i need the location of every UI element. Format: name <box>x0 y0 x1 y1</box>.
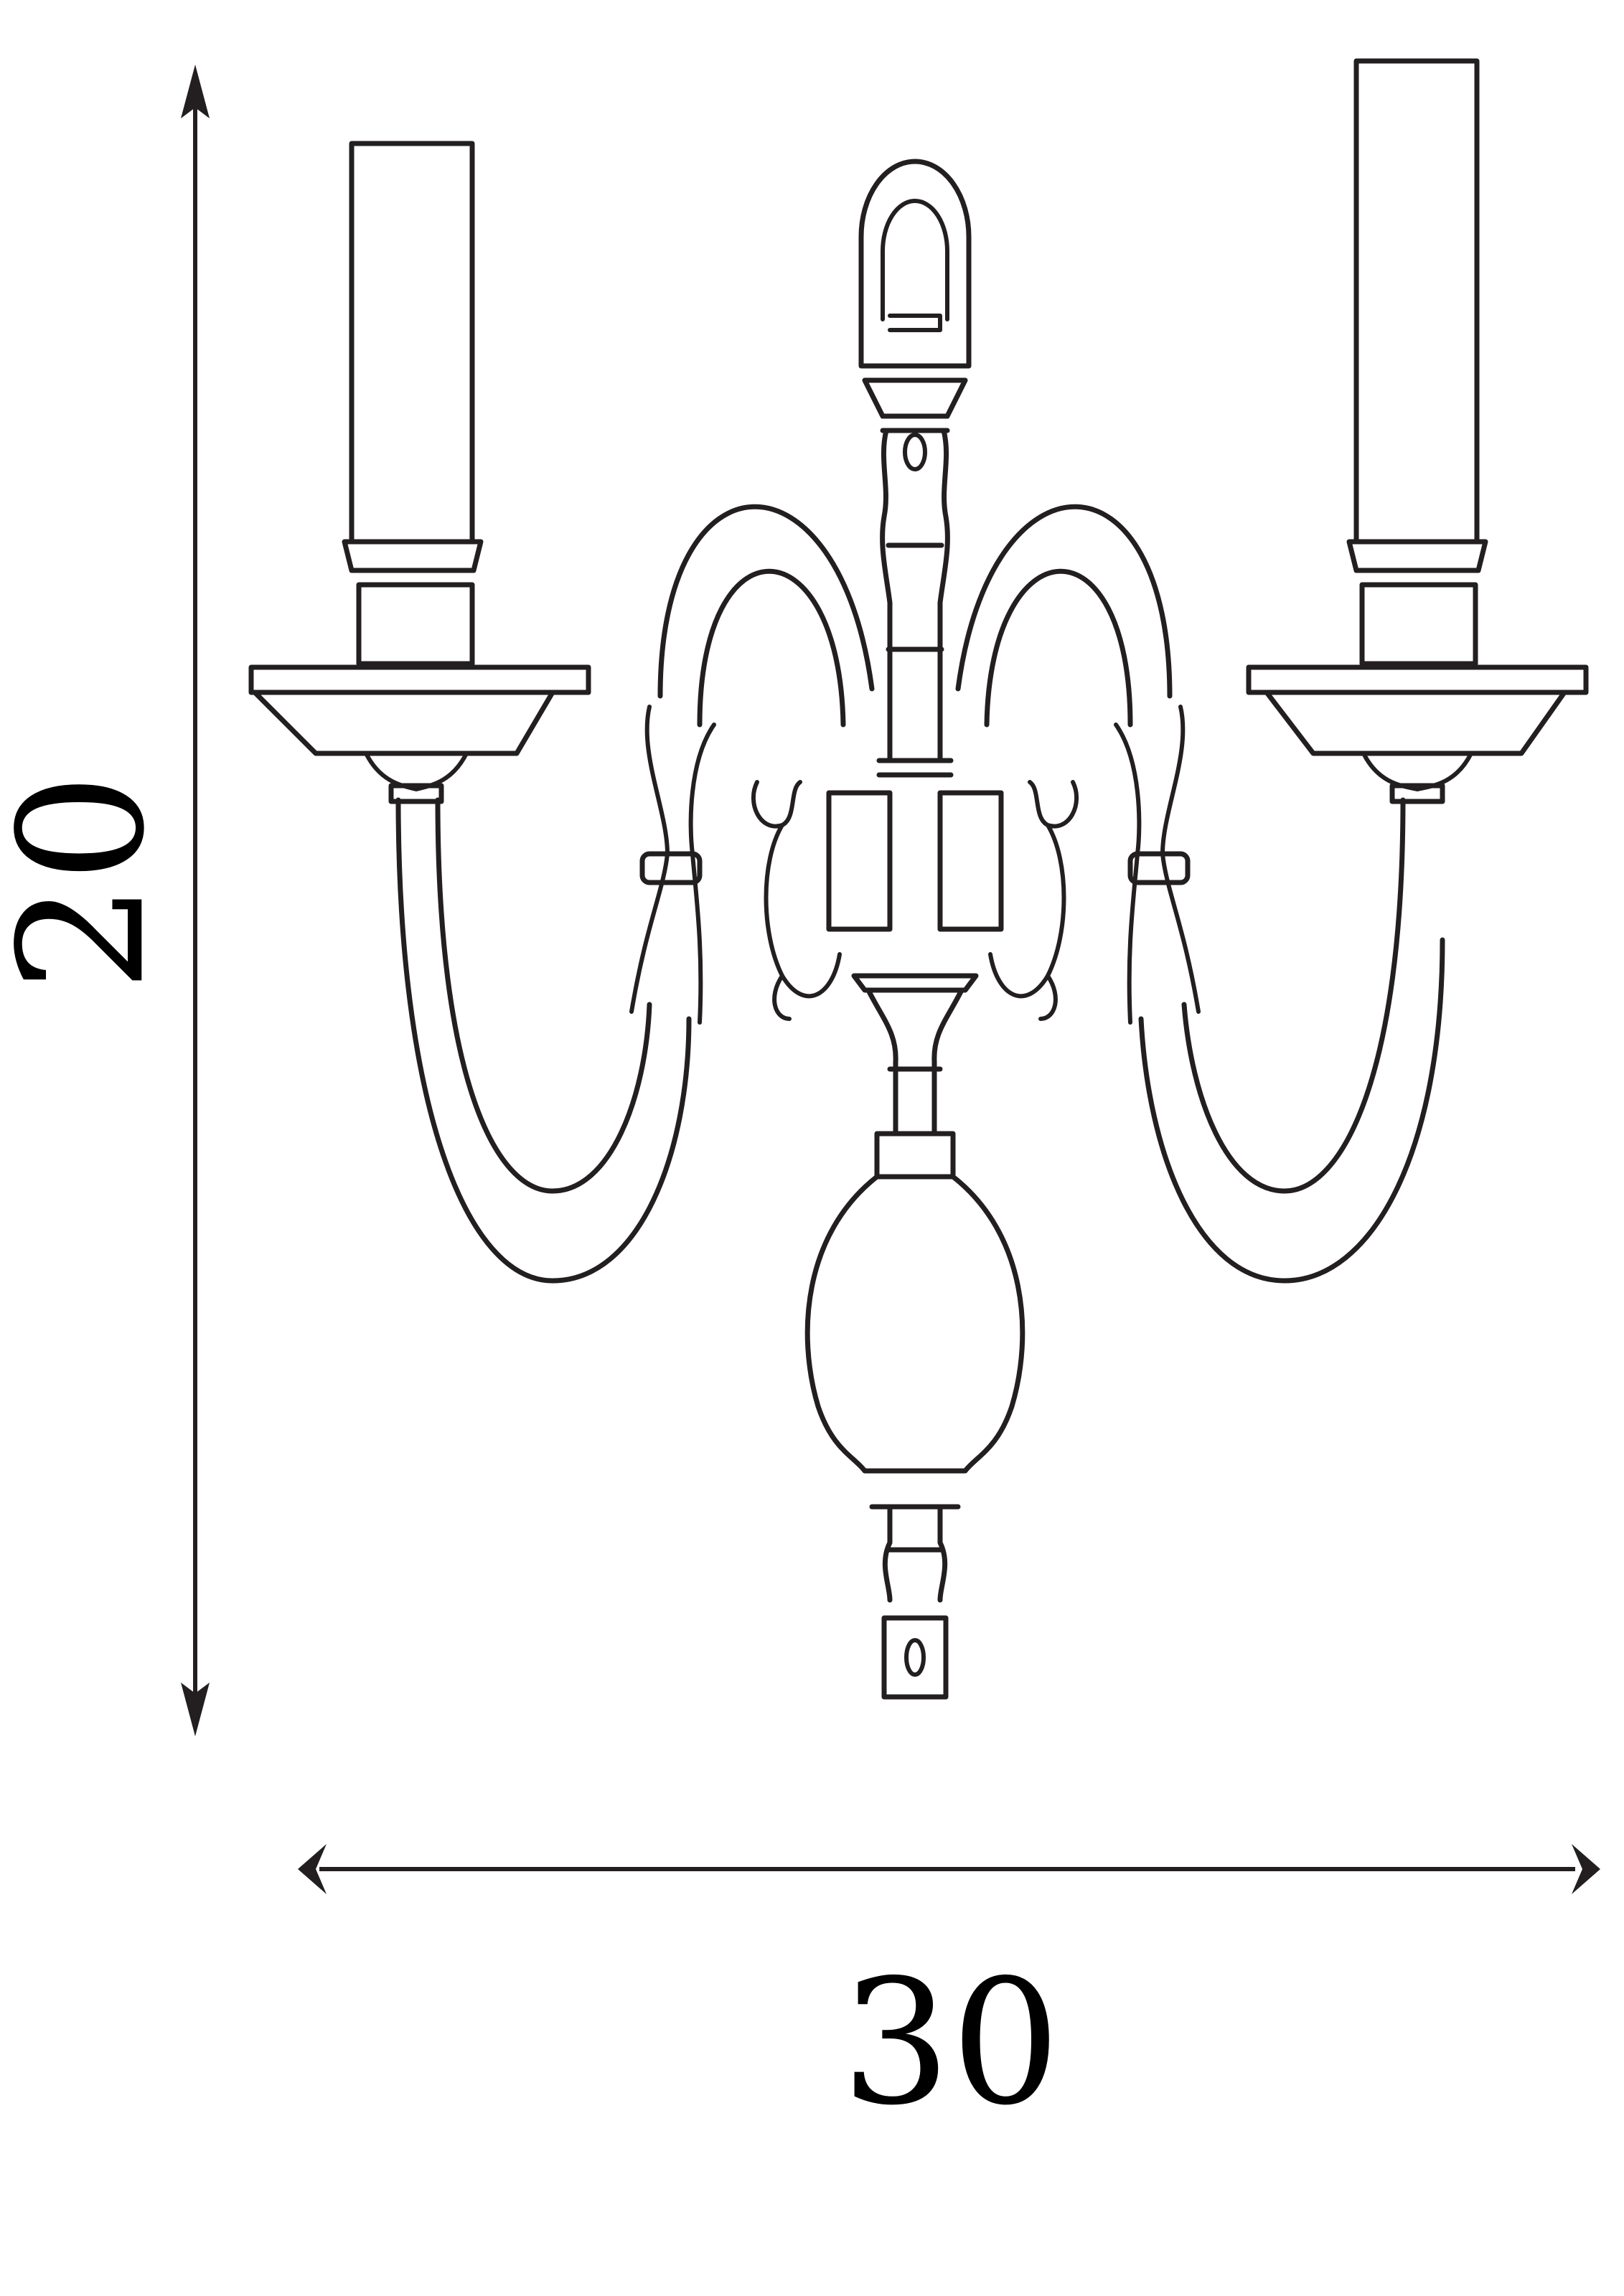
inner-scroll-right <box>988 780 1079 1021</box>
left-arm-bracket-cuff <box>639 851 703 885</box>
stem-middle-collar <box>851 973 979 993</box>
left-arm <box>395 504 875 1284</box>
stem-top-boss <box>903 433 927 471</box>
height-dimension-label: 20 <box>0 773 182 992</box>
left-drip-pan-body <box>252 690 555 756</box>
height-arrow-top <box>181 65 210 118</box>
width-arrow-right <box>1572 1844 1600 1894</box>
right-candle-socket <box>1359 582 1478 667</box>
stem-joint-right <box>937 790 1004 932</box>
right-drip-pan-body <box>1264 690 1567 756</box>
left-arm-lower-outer-curve <box>395 797 692 1284</box>
stem-upper-shaft <box>880 428 950 763</box>
width-arrow-left <box>298 1844 327 1894</box>
right-arm-outer-arc <box>955 504 1173 699</box>
hanging-loop-tab <box>888 314 942 332</box>
width-dimension: 30 <box>298 1844 1600 2143</box>
height-arrow-bottom <box>181 1683 210 1736</box>
central-stem <box>804 159 1025 1700</box>
stem-bottom-boss <box>904 1638 926 1677</box>
right-arm-socket-ring <box>1389 783 1445 804</box>
left-candle-holder <box>248 141 591 804</box>
left-arm-socket-ring <box>388 783 444 804</box>
inner-scrolls <box>751 780 1079 1021</box>
right-arm-inner-arc <box>984 568 1133 728</box>
hanging-loop-inner <box>881 199 949 321</box>
stem-joint-left <box>826 790 893 932</box>
stem-middle-neck <box>865 987 964 1137</box>
left-arm-lower-inner-curve <box>435 797 652 1194</box>
right-arm-lower-outer-curve <box>1138 937 1445 1284</box>
left-candle <box>349 141 475 545</box>
right-candle <box>1353 58 1480 545</box>
right-arm-lower-inner-curve <box>1181 797 1406 1194</box>
left-candle-cup <box>342 539 484 573</box>
width-dimension-label: 30 <box>841 1942 1060 2143</box>
left-candle-socket <box>356 582 475 667</box>
stem-egg-body <box>804 1174 1025 1474</box>
right-arm <box>955 504 1445 1284</box>
right-candle-holder <box>1246 58 1589 804</box>
right-drip-pan-neck <box>1361 751 1473 791</box>
stem-top-collar <box>862 377 968 419</box>
stem-lower-finial <box>882 1504 948 1603</box>
hanging-loop-outer <box>858 159 972 369</box>
left-drip-pan-neck <box>364 751 469 791</box>
right-drip-pan-top <box>1246 664 1589 695</box>
height-dimension: 20 <box>0 65 210 1736</box>
inner-scroll-left <box>751 780 842 1021</box>
stem-bottom-block <box>881 1615 949 1700</box>
stem-lower-ring <box>874 1131 956 1180</box>
left-arm-outer-arc <box>657 504 875 699</box>
right-arm-bracket-cuff <box>1127 851 1191 885</box>
left-drip-pan-top <box>248 664 591 695</box>
right-candle-cup <box>1346 539 1488 573</box>
left-arm-inner-arc <box>697 568 846 728</box>
